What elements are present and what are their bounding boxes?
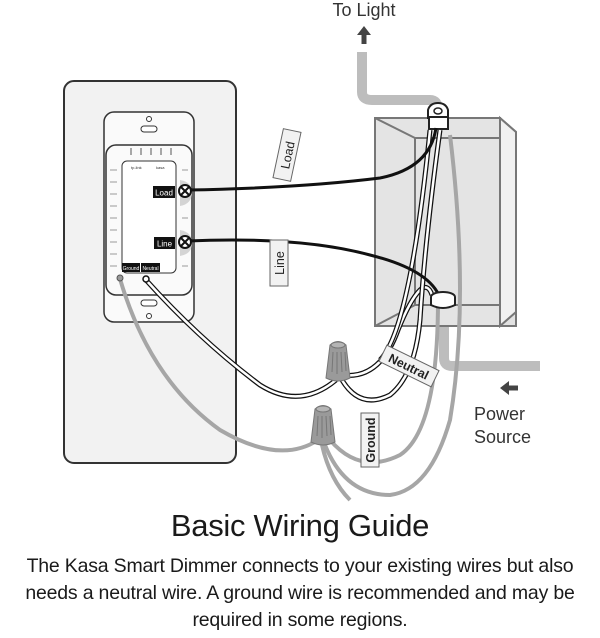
wire-tag-load: Load (278, 140, 297, 170)
terminal-screw-icon (178, 184, 192, 198)
terminal-screw-icon (178, 235, 192, 249)
description-line: required in some regions. (192, 609, 408, 631)
ground-wire-box-2 (323, 134, 462, 498)
page-title: Basic Wiring Guide (170, 508, 430, 543)
terminal-label-load: Load (155, 189, 173, 198)
brand-kasa: kasa (156, 165, 165, 170)
line-wire (186, 238, 442, 299)
terminal-label-ground: Ground (123, 266, 140, 272)
plate-screw-bottom (146, 313, 152, 319)
power-source-label-2: Source (474, 427, 531, 447)
plate-screw-top (146, 116, 152, 122)
description-line: The Kasa Smart Dimmer connects to your e… (26, 555, 574, 577)
ground-wire-switch (118, 278, 320, 453)
wire-nut-icon (325, 341, 351, 382)
terminal-label-line: Line (157, 240, 173, 249)
cable-clamp-top (427, 101, 449, 130)
conduit-to-power (439, 300, 540, 371)
wire-tag-line: Line (273, 251, 287, 275)
arrow-up-icon (357, 26, 371, 44)
brand-tplink: tp-link (131, 165, 142, 170)
conduit-to-light (357, 52, 443, 118)
description: The Kasa Smart Dimmer connects to your e… (0, 553, 600, 634)
arrow-left-icon (500, 381, 518, 395)
ground-wire-out (320, 444, 352, 502)
load-wire (186, 127, 438, 192)
wire-nut-icon (310, 405, 336, 446)
to-light-label: To Light (332, 0, 395, 20)
power-source-label-1: Power (474, 404, 525, 424)
wiring-diagram: tp-link kasa Load Line Ground Neutral (63, 0, 540, 502)
wire-tag-ground: Ground (364, 417, 378, 462)
description-line: needs a neutral wire. A ground wire is r… (25, 582, 575, 604)
ground-wire-box-1 (328, 299, 440, 465)
cable-clamp-bottom (430, 291, 456, 309)
terminal-label-neutral: Neutral (142, 266, 158, 272)
